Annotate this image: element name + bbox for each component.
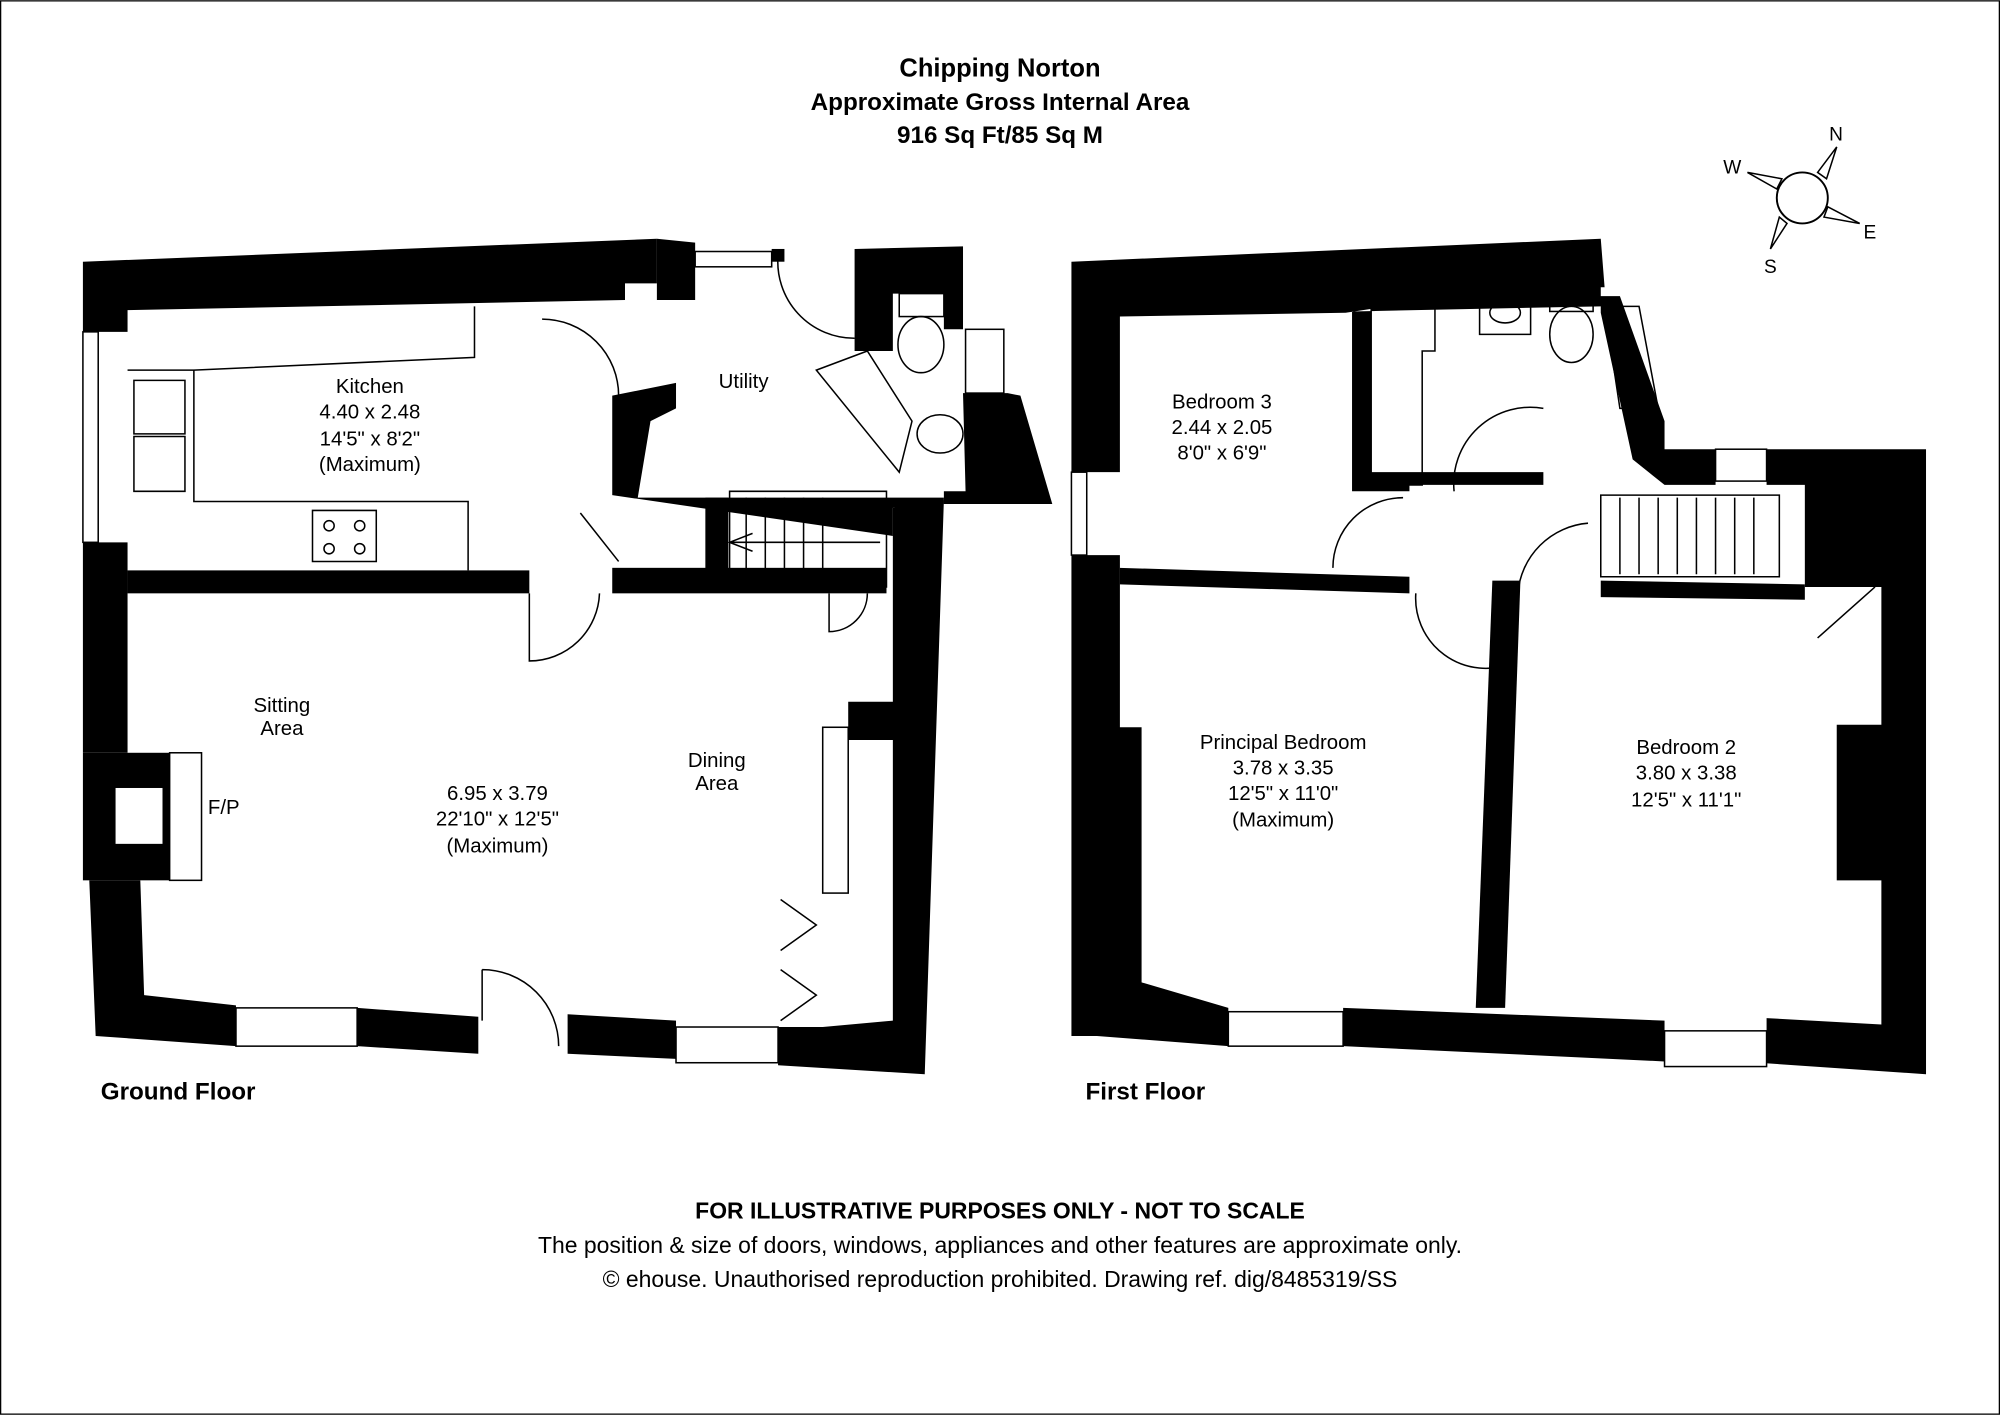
living-note: (Maximum) xyxy=(446,835,548,857)
kitchen-metric: 4.40 x 2.48 xyxy=(319,402,420,424)
sitting-label-1: Sitting xyxy=(254,695,311,717)
principal-metric: 3.78 x 3.35 xyxy=(1233,757,1334,779)
kitchen-imperial: 14'5" x 8'2" xyxy=(320,428,421,450)
first-floor-label: First Floor xyxy=(1085,1079,1205,1106)
compass-n: N xyxy=(1829,125,1843,146)
bedroom2-label: Bedroom 2 xyxy=(1636,737,1736,759)
kitchen-label: Kitchen xyxy=(336,376,404,398)
bedroom2-imperial: 12'5" x 11'1" xyxy=(1631,789,1741,811)
dining-label-1: Dining xyxy=(688,750,746,772)
plan-subtitle: Approximate Gross Internal Area xyxy=(811,89,1190,116)
bedroom3-metric: 2.44 x 2.05 xyxy=(1171,417,1272,439)
living-imperial: 22'10" x 12'5" xyxy=(436,808,559,830)
features-note: The position & size of doors, windows, a… xyxy=(538,1232,1462,1258)
compass-e: E xyxy=(1864,223,1877,244)
ground-floor-label: Ground Floor xyxy=(101,1079,256,1106)
compass-icon: N E S W xyxy=(1723,125,1876,279)
principal-note: (Maximum) xyxy=(1232,810,1334,832)
compass-s: S xyxy=(1764,257,1777,278)
first-floor-plan xyxy=(1070,238,1927,1075)
disclaimer: FOR ILLUSTRATIVE PURPOSES ONLY - NOT TO … xyxy=(695,1197,1305,1223)
principal-label: Principal Bedroom xyxy=(1200,732,1367,754)
sitting-label-2: Area xyxy=(260,718,304,740)
living-metric: 6.95 x 3.79 xyxy=(447,783,548,805)
dining-label-2: Area xyxy=(695,773,739,795)
ground-floor-plan xyxy=(82,238,1053,1075)
kitchen-note: (Maximum) xyxy=(319,454,421,476)
fireplace-label: F/P xyxy=(208,797,240,819)
utility-label: Utility xyxy=(719,371,770,393)
copyright: © ehouse. Unauthorised reproduction proh… xyxy=(603,1266,1398,1292)
compass-w: W xyxy=(1723,158,1741,179)
bedroom3-imperial: 8'0" x 6'9" xyxy=(1177,442,1266,464)
bedroom3-label: Bedroom 3 xyxy=(1172,391,1272,413)
bedroom2-metric: 3.80 x 3.38 xyxy=(1636,763,1737,785)
plan-area: 916 Sq Ft/85 Sq M xyxy=(897,122,1103,149)
principal-imperial: 12'5" x 11'0" xyxy=(1228,783,1338,805)
plan-title: Chipping Norton xyxy=(899,55,1100,83)
